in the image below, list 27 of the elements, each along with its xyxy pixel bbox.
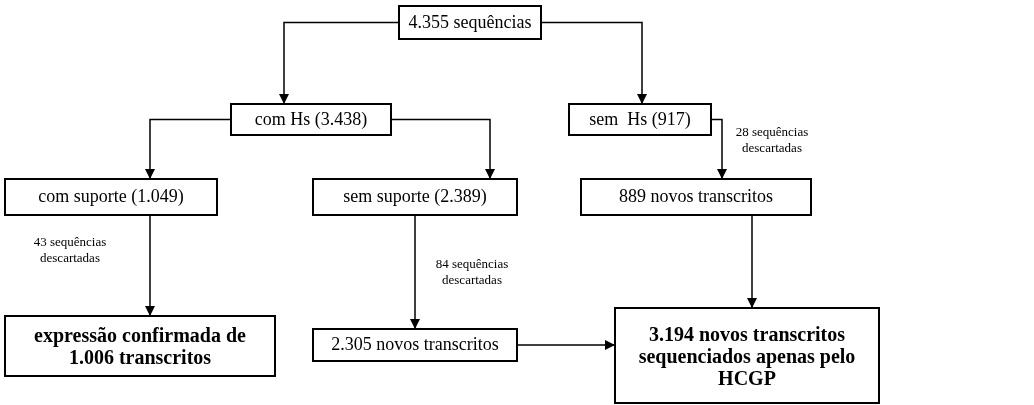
- arrow: [391, 118, 495, 179]
- process-box: [568, 103, 712, 136]
- box-text: 3.194 novos transcritos sequenciados apenas pelo HCGP: [637, 322, 857, 389]
- process-box: [230, 103, 392, 136]
- box-text: 889 novos transcritos: [619, 187, 773, 207]
- arrow: [541, 21, 647, 104]
- arrow: [145, 118, 231, 179]
- process-box: [580, 178, 812, 216]
- process-box: [4, 315, 276, 377]
- process-box: [614, 307, 880, 404]
- process-box: [312, 178, 518, 216]
- box-text: 4.355 sequências: [408, 12, 532, 33]
- process-box: [398, 5, 542, 40]
- arrow: [711, 118, 727, 179]
- box-text: com suporte (1.049): [38, 187, 184, 207]
- box-text: 2.305 novos transcritos: [331, 335, 499, 355]
- process-box: [312, 328, 518, 362]
- arrow: [279, 21, 399, 104]
- box-text: expressão confirmada de 1.006 transcritos: [33, 324, 247, 368]
- box-text: sem Hs (917): [589, 109, 691, 130]
- arrow: [517, 340, 615, 350]
- arrow: [145, 215, 155, 316]
- box-text: sem suporte (2.389): [343, 187, 487, 207]
- arrow: [747, 215, 757, 308]
- process-box: [4, 178, 218, 216]
- arrow: [410, 215, 420, 329]
- box-text: com Hs (3.438): [254, 109, 368, 130]
